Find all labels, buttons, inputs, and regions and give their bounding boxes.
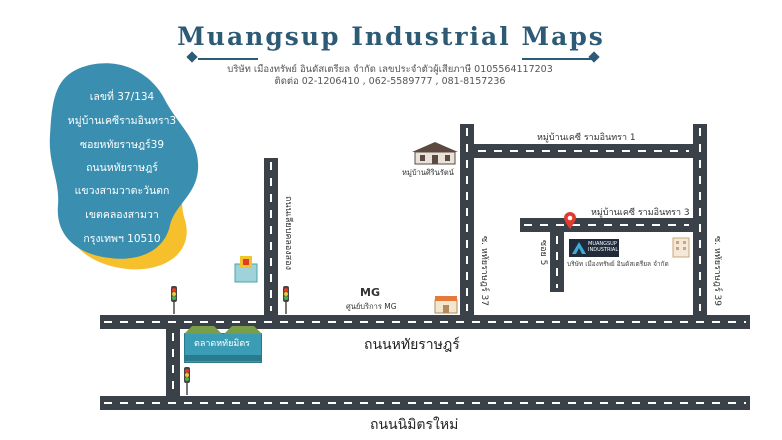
kc3-label: หมู่บ้านเคซี รามอินทรา 3 [591, 208, 690, 218]
contact-line: ติดต่อ 02-1206410 , 062-5589777 , 081-81… [274, 76, 506, 87]
traffic-light-pole-2 [285, 300, 287, 314]
lower-road [100, 396, 750, 410]
market-label: ตลาดหทัยมิตร [193, 339, 250, 349]
sirinrat-house-icon [412, 142, 458, 165]
mg-label: ศูนย์บริการ MG [346, 302, 397, 311]
soi-5-label: ซอย 5 [538, 240, 548, 266]
main-road-label: ถนนหทัยราษฎร์ [364, 337, 460, 353]
market-awning-icon [184, 355, 262, 361]
traffic-light-icon-2 [283, 286, 289, 302]
soi-5-road [550, 232, 564, 292]
traffic-light-icon-3 [184, 367, 190, 383]
address-line-subdistrict: แขวงสามวาตะวันตก [74, 185, 170, 197]
sirinrat-label: หมู่บ้านศิรินรัตน์ [402, 168, 454, 177]
factory-logo-mark-icon [572, 242, 586, 254]
traffic-light-pole-1 [173, 300, 175, 314]
address-line-province: กรุงเทพฯ 10510 [83, 233, 161, 245]
company-line: บริษัท เมืองทรัพย์ อินดัสเตรียล จำกัด เล… [227, 64, 553, 75]
factory-logo-text: MUANGSUP INDUSTRIAL [588, 241, 619, 253]
factory-caption: บริษัท เมืองทรัพย์ อินดัสเตรียล จำกัด [567, 260, 669, 268]
page-title: Muangsup Industrial Maps [177, 22, 605, 51]
title-rule-right [522, 58, 592, 60]
title-rule-left [198, 58, 258, 60]
soi-37-road [460, 124, 474, 315]
market-roof-icon [184, 326, 262, 334]
canal-road [264, 158, 278, 315]
soi-39-road [693, 124, 707, 315]
address-line-number: เลขที่ 37/134 [89, 91, 155, 103]
building-icon [672, 237, 690, 258]
canal-road-label: ถนนเลียบคลองสอง [283, 196, 293, 270]
address-line-village: หมู่บ้านเคซีรามอินทรา3 [67, 115, 177, 127]
address-line-road: ถนนหทัยราษฎร์ [86, 162, 158, 174]
store-icon [434, 296, 458, 314]
shop-icon [234, 256, 258, 283]
soi-39-label: ซ. หทัยราษฎร์ 39 [712, 236, 722, 306]
kc1-road [474, 144, 693, 158]
kc3-road [520, 218, 693, 232]
address-line-district: เขตคลองสามวา [85, 209, 159, 221]
kc1-label: หมู่บ้านเคซี รามอินทรา 1 [537, 133, 636, 143]
mg-logo: MG [360, 286, 380, 299]
traffic-light-icon-1 [171, 286, 177, 302]
address-blob-blue [49, 63, 199, 259]
address-line-soi: ซอยหทัยราษฎร์39 [79, 139, 165, 151]
traffic-light-pole-3 [186, 381, 188, 395]
location-pin-icon [564, 212, 576, 229]
connector-road [166, 329, 180, 396]
lower-road-label: ถนนนิมิตรใหม่ [370, 417, 459, 433]
main-road [100, 315, 750, 329]
soi-37-label: ซ. หทัยราษฎร์ 37 [479, 236, 489, 306]
